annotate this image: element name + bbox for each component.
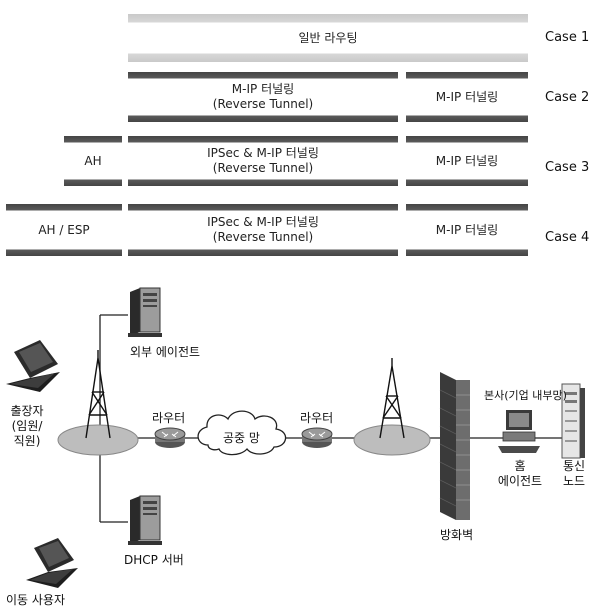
right-router-icon <box>301 427 333 448</box>
foreign-agent-label: 외부 에이전트 <box>130 345 201 359</box>
left-router-icon <box>154 427 186 448</box>
case3-ipsec-line2: (Reverse Tunnel) <box>212 161 314 175</box>
mobile-user-label: 이동 사용자 <box>6 593 66 607</box>
case3-ipsec-tunnel-bar: IPSec & M-IP 터널링 (Reverse Tunnel) <box>128 136 398 186</box>
mobile-user-laptop-icon <box>26 538 78 588</box>
case2-tunnel-line2: (Reverse Tunnel) <box>212 97 314 111</box>
public-network-cloud <box>197 410 287 456</box>
case4-ipsec-line1: IPSec & M-IP 터널링 <box>207 215 319 229</box>
case4-mip-text: M-IP 터널링 <box>435 222 499 237</box>
case4-ah-esp-bar: AH / ESP <box>6 204 122 256</box>
case4-ipsec-line2: (Reverse Tunnel) <box>212 230 314 244</box>
left-antenna-tower-icon <box>85 350 111 439</box>
traveler-line2: (임원/ <box>11 419 43 433</box>
headquarters-label: 본사(기업 내부망) <box>484 389 567 402</box>
traveler-line3: 직원) <box>13 434 41 448</box>
dhcp-server-label: DHCP 서버 <box>124 553 184 567</box>
case3-mip-tunnel-bar: M-IP 터널링 <box>406 136 528 186</box>
dhcp-server-icon <box>128 495 162 545</box>
firewall-label: 방화벽 <box>440 528 474 542</box>
case2-mip-tunnel-bar: M-IP 터널링 <box>406 72 528 122</box>
case1-label: Case 1 <box>545 30 590 45</box>
case3-ah-bar: AH <box>64 136 122 186</box>
home-agent-label: 홈 에이전트 <box>490 459 550 489</box>
correspondent-node-icon <box>561 383 585 459</box>
right-router-label: 라우터 <box>300 411 334 425</box>
case3-ipsec-line1: IPSec & M-IP 터널링 <box>207 146 319 160</box>
home-agent-line1: 홈 <box>514 459 526 473</box>
case4-ah-esp-text: AH / ESP <box>38 222 90 237</box>
correspondent-node-label: 통신 노드 <box>556 459 592 489</box>
case1-general-routing-bar: 일반 라우팅 <box>128 14 528 62</box>
case3-label: Case 3 <box>545 160 590 175</box>
traveler-laptop-icon <box>6 340 60 392</box>
case1-segment-text: 일반 라우팅 <box>298 30 358 45</box>
home-agent-workstation-icon <box>498 410 540 453</box>
foreign-agent-server-icon <box>128 287 162 337</box>
traveler-line1: 출장자 <box>10 404 44 418</box>
left-router-label: 라우터 <box>152 411 186 425</box>
case4-mip-tunnel-bar: M-IP 터널링 <box>406 204 528 256</box>
home-agent-line2: 에이전트 <box>497 474 543 488</box>
right-antenna-tower-icon <box>379 358 405 439</box>
case2-tunnel-line1: M-IP 터널링 <box>231 82 295 96</box>
case4-label: Case 4 <box>545 230 590 245</box>
case2-mip-text: M-IP 터널링 <box>435 89 499 104</box>
case3-mip-text: M-IP 터널링 <box>435 153 499 168</box>
case2-reverse-tunnel-bar: M-IP 터널링 (Reverse Tunnel) <box>128 72 398 122</box>
left-coverage-area <box>57 424 139 456</box>
case3-ah-text: AH <box>84 153 102 168</box>
business-traveler-label: 출장자 (임원/ 직원) <box>4 404 50 449</box>
right-coverage-area <box>353 424 431 456</box>
correspondent-line1: 통신 <box>562 459 586 473</box>
correspondent-line2: 노드 <box>562 474 586 488</box>
firewall-icon <box>439 372 470 520</box>
case2-label: Case 2 <box>545 90 590 105</box>
case4-ipsec-tunnel-bar: IPSec & M-IP 터널링 (Reverse Tunnel) <box>128 204 398 256</box>
public-network-label: 공중 망 <box>223 431 260 445</box>
